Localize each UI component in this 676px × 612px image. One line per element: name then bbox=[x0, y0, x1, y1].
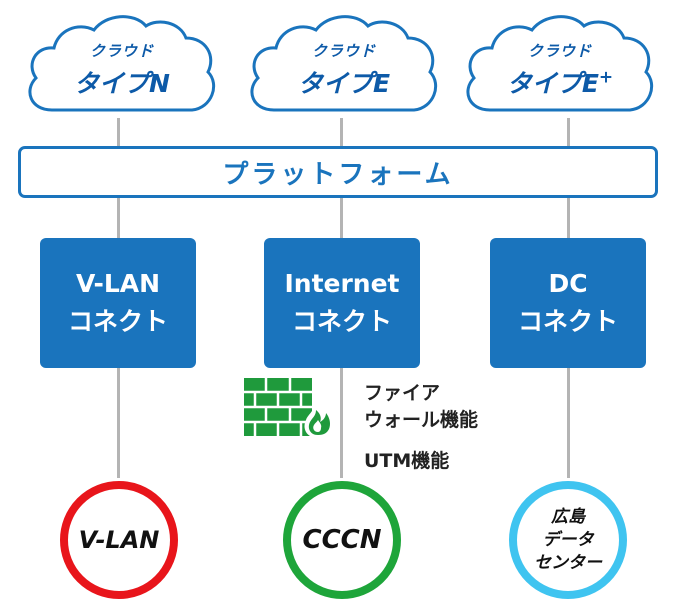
box-line2: コネクト bbox=[517, 307, 618, 336]
dc-connect-box: DC コネクト bbox=[490, 238, 646, 368]
platform-bar: プラットフォーム bbox=[18, 146, 658, 198]
cloud-label-big: タイプE+ bbox=[506, 67, 614, 98]
firewall-line2: ウォール機能 bbox=[364, 409, 479, 431]
cloud-label-big: タイプN bbox=[74, 69, 170, 98]
connector-line-right-top bbox=[567, 118, 570, 148]
box-line2: コネクト bbox=[291, 307, 392, 336]
cloud-label-small: クラウド bbox=[527, 42, 592, 60]
platform-label: プラットフォーム bbox=[222, 159, 454, 190]
connector-line-right-bottom bbox=[567, 366, 570, 478]
cloud-label-sup: + bbox=[598, 67, 614, 88]
connector-line-left-bottom bbox=[117, 366, 120, 478]
box-line1: Internet bbox=[284, 269, 400, 298]
connector-line-right-mid bbox=[567, 198, 570, 240]
cloud-type-e: クラウド タイプE bbox=[244, 10, 444, 112]
cloud-shape-icon bbox=[250, 15, 437, 112]
connector-line-center-top bbox=[340, 118, 343, 148]
cloud-shape-icon bbox=[28, 15, 215, 112]
endpoint-hiroshima-dc: 広島 データ センター bbox=[509, 481, 627, 599]
firewall-icon bbox=[244, 378, 333, 438]
cloud-label-small: クラウド bbox=[311, 42, 376, 60]
utm-label: UTM機能 bbox=[364, 450, 450, 472]
vlan-connect-box: V-LAN コネクト bbox=[40, 238, 196, 368]
endpoint-label-line2: データ bbox=[542, 529, 594, 550]
endpoint-label: CCCN bbox=[302, 525, 382, 555]
cloud-type-e-plus: クラウド タイプE+ bbox=[460, 10, 660, 112]
firewall-label: ファイア ウォール機能 bbox=[364, 380, 478, 434]
cloud-shape-icon bbox=[466, 15, 653, 112]
endpoint-cccn: CCCN bbox=[283, 481, 401, 599]
cloud-type-n: クラウド タイプN bbox=[22, 10, 222, 112]
internet-connect-box: Internet コネクト bbox=[264, 238, 420, 368]
connector-line-center-bottom bbox=[340, 366, 343, 478]
connector-line-center-mid bbox=[340, 198, 343, 240]
connector-line-left-mid bbox=[117, 198, 120, 240]
firewall-line1: ファイア bbox=[364, 382, 441, 404]
box-line1: V-LAN bbox=[75, 269, 161, 298]
endpoint-vlan: V-LAN bbox=[60, 481, 178, 599]
endpoint-label: V-LAN bbox=[78, 526, 160, 554]
cloud-label-big: タイプE bbox=[297, 69, 391, 98]
endpoint-label-line1: 広島 bbox=[551, 506, 585, 527]
endpoint-label-line3: センター bbox=[534, 552, 602, 573]
box-line2: コネクト bbox=[67, 307, 168, 336]
box-line1: DC bbox=[548, 269, 588, 298]
cloud-label-small: クラウド bbox=[89, 42, 154, 60]
connector-line-left-top bbox=[117, 118, 120, 148]
